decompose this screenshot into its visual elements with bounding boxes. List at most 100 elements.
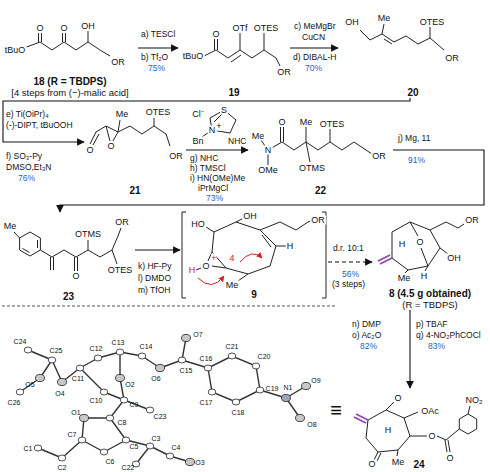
atom-label: O <box>427 432 436 441</box>
compound-label: 9 <box>251 289 257 300</box>
reagent-text: p) TBAF <box>416 320 448 329</box>
ortep-atom-label: C26 <box>8 399 21 406</box>
ortep-atom-label: C4 <box>172 444 181 451</box>
reaction-arrow <box>328 261 372 262</box>
reagent-text: i) HN(OMe)Me <box>190 174 245 183</box>
ortep-atom-label: O2 <box>125 381 134 388</box>
atom-label: O <box>445 454 454 463</box>
reagent-text: j) Mg, 11 <box>398 134 430 143</box>
thermal-ellipsoid <box>34 445 42 451</box>
yield-text: 73% <box>206 194 223 203</box>
compound-label: 21 <box>129 185 140 196</box>
reaction-arrow <box>186 149 248 150</box>
thermal-ellipsoid <box>256 387 264 393</box>
reagent-text: e) Ti(OiPr)₄ <box>6 110 49 119</box>
atom-label: OR <box>310 216 326 225</box>
atom-label: Me <box>377 14 392 23</box>
ortep-atom-label: C2 <box>58 464 67 471</box>
compound-label: 20 <box>407 87 418 98</box>
reagent-text: h) TMSCl <box>190 164 226 173</box>
reagent-text: q) 4-NO₂PhCOCl <box>416 331 481 340</box>
ortep-atom-label: C22 <box>122 464 135 471</box>
ortep-atom-label: C15 <box>180 367 193 374</box>
ortep-atom-label: C7 <box>68 431 77 438</box>
ortep-atom-label: O7 <box>193 331 202 338</box>
atom-label: O <box>201 262 210 271</box>
ortep-atom-label: C23 <box>154 413 167 420</box>
atom-label: OH <box>242 212 258 221</box>
compound-label: 19 <box>228 87 239 98</box>
ortep-atom-label: O6 <box>151 375 160 382</box>
ortep-atom-label: O3 <box>195 459 204 466</box>
atom-label: OH <box>446 254 462 263</box>
ortep-atom-label: C9 <box>130 401 139 408</box>
thermal-ellipsoid <box>232 399 240 405</box>
thermal-ellipsoid <box>146 443 154 449</box>
reagent-text: l) DMDO <box>138 274 171 283</box>
ortep-atom-label: C6 <box>106 458 115 465</box>
reaction-arrow <box>60 150 484 212</box>
reagent-text: d) DIBAL-H <box>293 53 336 62</box>
atom-label: OTES <box>319 120 346 129</box>
equivalence-sign: ≡ <box>330 400 342 420</box>
compound-label: [4 steps from (−)-malic acid] <box>11 87 128 98</box>
thermal-ellipsoid <box>208 389 216 395</box>
atom-label: Me <box>115 110 130 119</box>
thermal-ellipsoid <box>78 437 86 443</box>
atom-label: OTES <box>419 18 446 27</box>
reaction-arrow <box>138 47 178 48</box>
thermal-ellipsoid <box>24 347 32 353</box>
atom-label: N <box>264 146 273 155</box>
ortep-atom-label: O8 <box>307 421 316 428</box>
ortep-atom-label: O5 <box>25 381 34 388</box>
thermal-ellipsoid <box>120 397 128 403</box>
atom-label: O <box>277 118 286 127</box>
thermal-ellipsoid <box>166 453 174 459</box>
atom-label: H <box>398 240 407 249</box>
ortep-atom-label: C16 <box>200 355 213 362</box>
ortep-atom-label: C19 <box>266 385 279 392</box>
ortep-atom-label: O1 <box>71 409 80 416</box>
arrow-pushing-label: H <box>189 266 196 275</box>
atom-label: Cl⁻ <box>191 110 205 119</box>
thermal-ellipsoid <box>282 394 291 401</box>
thermal-ellipsoid <box>48 357 56 363</box>
thermal-ellipsoid <box>302 382 311 389</box>
atom-label: + <box>215 122 222 131</box>
compound-label: 24 <box>413 459 424 470</box>
yield-text: 76% <box>18 174 35 183</box>
ortep-atom-label: N1 <box>284 384 293 391</box>
yield-text: 82% <box>360 342 377 351</box>
atom-label: OH <box>80 22 96 31</box>
atom-label: Me <box>225 281 240 290</box>
atom-label: O <box>59 24 68 33</box>
atom-label: H <box>286 242 295 251</box>
atom-label: OR <box>371 152 387 161</box>
reaction-arrow <box>3 98 410 142</box>
atom-label: OR <box>110 58 126 67</box>
ortep-atom-label: C13 <box>112 339 125 346</box>
ortep-atom-label: C17 <box>200 399 213 406</box>
thermal-ellipsoid <box>58 378 67 385</box>
arrow-pushing-label: + <box>211 254 216 263</box>
thermal-ellipsoid <box>296 414 305 421</box>
reagent-text: (-)-DIPT, tBuOOH <box>6 121 73 130</box>
atom-label: O <box>35 24 44 33</box>
compound-label: 22 <box>315 185 326 196</box>
ortep-atom-label: C11 <box>72 375 84 382</box>
atom-label: O <box>393 394 402 403</box>
atom-label: Me <box>299 118 314 127</box>
yield-text: 70% <box>305 64 322 73</box>
atom-label: OTES <box>145 108 172 117</box>
thermal-ellipsoid <box>76 365 84 371</box>
atom-label: Me <box>391 458 406 467</box>
thermal-ellipsoid <box>252 363 260 369</box>
reagent-text: n) DMP <box>352 320 381 329</box>
yield-text: 83% <box>428 342 445 351</box>
thermal-ellipsoid <box>156 364 165 371</box>
thermal-ellipsoid <box>106 415 114 421</box>
reagent-text: CuCN <box>302 33 325 42</box>
ortep-atom-label: C20 <box>258 353 271 360</box>
thermal-ellipsoid <box>116 349 124 355</box>
yield-text: 56% <box>342 270 359 279</box>
